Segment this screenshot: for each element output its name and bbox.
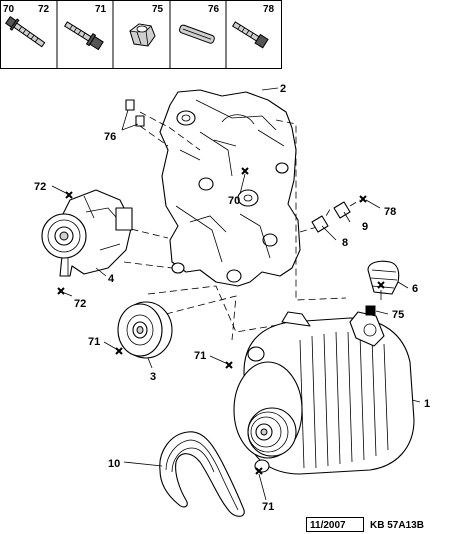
legend-code-75: 75 <box>152 4 164 15</box>
callout-71a: 71 <box>88 336 100 348</box>
screw-icon <box>231 21 269 49</box>
spacer-9 <box>333 201 351 219</box>
terminal-cap-6 <box>367 260 400 295</box>
legend-strip: 70 72 71 75 <box>0 0 282 69</box>
callout-6: 6 <box>412 283 418 295</box>
callout-labels: 2 76 72 70 78 9 8 4 6 72 75 71 71 3 1 10… <box>34 83 430 513</box>
callout-76: 76 <box>104 131 116 143</box>
callout-72a: 72 <box>34 181 46 193</box>
callout-75: 75 <box>392 309 404 321</box>
bolt-icon <box>63 21 104 51</box>
footer: 11/2007 KB 57A13B <box>306 517 424 532</box>
callout-71b: 71 <box>194 350 206 362</box>
legend-code-76: 76 <box>208 4 220 15</box>
callout-3: 3 <box>150 371 156 383</box>
legend-code-71: 71 <box>95 4 107 15</box>
callout-1: 1 <box>424 398 430 410</box>
dowel-pin-icon <box>178 24 215 44</box>
idler-pulley <box>117 301 173 359</box>
nut-icon <box>129 23 156 47</box>
callout-2: 2 <box>280 83 286 95</box>
callout-10: 10 <box>108 458 120 470</box>
callout-78: 78 <box>384 206 396 218</box>
callout-8: 8 <box>342 237 348 249</box>
leader-lines <box>51 87 421 501</box>
legend-code-70: 70 <box>3 4 15 15</box>
belt-tensioner <box>41 189 133 277</box>
callout-9: 9 <box>362 221 368 233</box>
callout-71c: 71 <box>262 501 274 513</box>
footer-date: 11/2007 <box>310 520 346 531</box>
callout-70: 70 <box>228 195 240 207</box>
mounting-bracket <box>159 89 301 287</box>
legend-ref-72: 72 <box>38 4 50 15</box>
callout-72b: 72 <box>74 298 86 310</box>
alternator <box>233 311 415 475</box>
fastener-markers <box>57 167 385 475</box>
footer-code: KB 57A13B <box>370 520 424 531</box>
pin-76-parts <box>125 99 145 127</box>
drive-belt <box>159 431 245 517</box>
nut-75 <box>365 305 376 316</box>
long-bolt-icon <box>5 16 46 48</box>
legend-code-78: 78 <box>263 4 275 15</box>
callout-4: 4 <box>108 273 115 285</box>
assembly-lines <box>109 111 361 341</box>
